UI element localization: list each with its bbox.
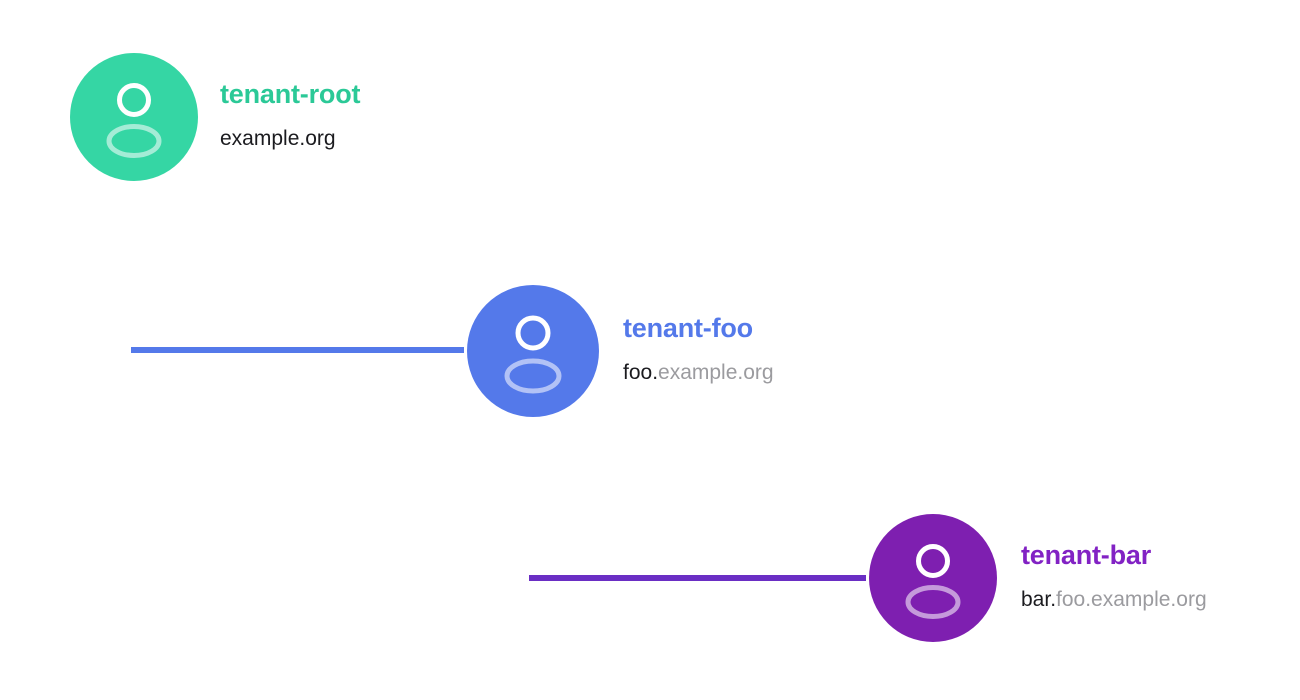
node-tenant-foo[interactable]: tenant-foo foo.example.org: [467, 285, 774, 417]
node-domain-tenant-bar: bar.foo.example.org: [1021, 588, 1207, 611]
node-text-tenant-root: tenant-root example.org: [220, 79, 361, 150]
avatar-tenant-root[interactable]: [70, 53, 198, 181]
person-icon: [504, 315, 562, 394]
node-title-tenant-root: tenant-root: [220, 79, 361, 110]
node-tenant-bar[interactable]: tenant-bar bar.foo.example.org: [869, 514, 1207, 642]
avatar-tenant-bar[interactable]: [869, 514, 997, 642]
avatar-tenant-foo[interactable]: [467, 285, 599, 417]
node-title-tenant-foo: tenant-foo: [623, 313, 753, 344]
node-domain-tenant-foo: foo.example.org: [623, 361, 774, 384]
node-text-tenant-foo: tenant-foo foo.example.org: [623, 313, 774, 384]
node-text-tenant-bar: tenant-bar bar.foo.example.org: [1021, 540, 1207, 611]
domain-own-tenant-root: example.org: [220, 126, 336, 150]
person-icon: [905, 544, 961, 619]
domain-own-tenant-foo: foo.: [623, 360, 659, 384]
person-icon: [106, 83, 162, 158]
domain-parent-tenant-bar: foo.example.org: [1056, 587, 1207, 611]
domain-own-tenant-bar: bar.: [1021, 587, 1057, 611]
domain-parent-tenant-foo: example.org: [658, 360, 774, 384]
node-domain-tenant-root: example.org: [220, 127, 360, 150]
node-title-tenant-bar: tenant-bar: [1021, 540, 1152, 571]
node-tenant-root[interactable]: tenant-root example.org: [70, 53, 360, 181]
